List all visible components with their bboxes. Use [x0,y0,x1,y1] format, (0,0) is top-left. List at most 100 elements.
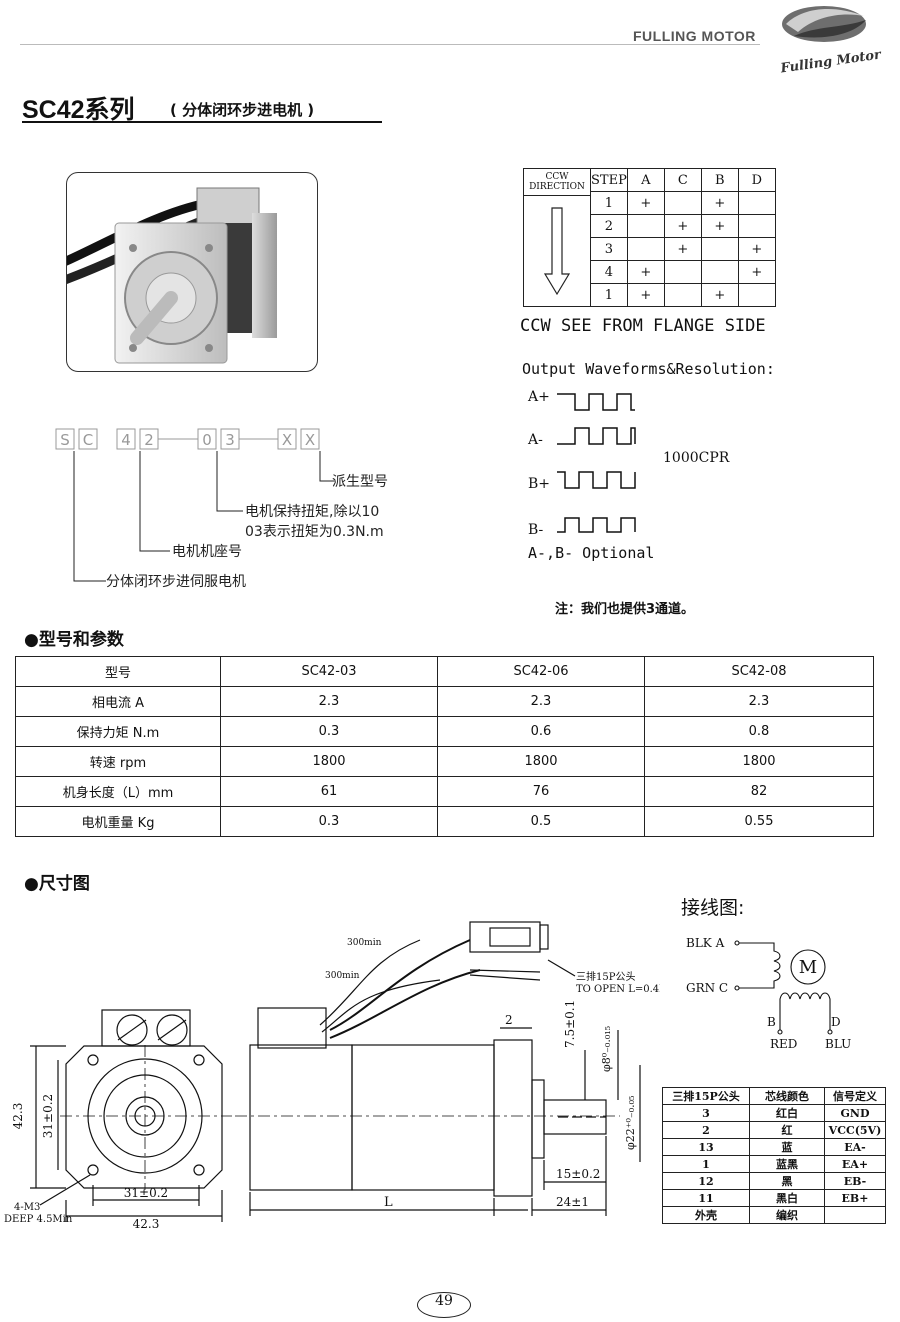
spec-cell: 0.3 [220,716,438,747]
dimensions-heading: ●尺寸图 [24,869,90,894]
step-cell: + [626,191,665,215]
dim-lead2: 300min [325,971,360,981]
waveform-b-minus [557,517,636,533]
step-cell: + [737,237,776,261]
dim-key: 7.5±0.1 [563,1000,577,1048]
signal-label: A- [527,432,543,448]
sig-cell: 编织 [749,1206,825,1224]
table-row: 电机重量 Kg 0.3 0.5 0.55 [15,806,874,837]
step-col-header: STEP [590,168,628,192]
channel-note: 注：我们也提供3通道。 [555,602,695,617]
legend-type: 分体闭环步进伺服电机 [106,574,246,590]
dim-shaft-dia: φ8⁰₋₀.₀₁₅ [600,1026,613,1072]
wire-label: BLU [825,1037,851,1051]
signal-table-wrap: 三排15P公头 芯线颜色 信号定义 3 红白 GND 2 红 VCC(5V) 1… [662,1087,886,1224]
spec-cell: 0.6 [437,716,645,747]
step-cell: + [700,191,739,215]
down-arrow-icon [543,207,571,296]
spec-cell: 机身长度（L）mm [15,776,221,807]
wire-label: B [767,1015,776,1029]
wiring-title: 接线图: [681,897,745,919]
table-row: 外壳 编织 [662,1206,886,1224]
spec-cell: 2.3 [644,686,874,717]
sig-header: 芯线颜色 [749,1087,825,1105]
sig-header: 信号定义 [824,1087,886,1105]
legend-frame: 电机机座号 [172,544,242,560]
step-table-wrap: CCW DIRECTION STEP A C B D 1 + + 2 + + [523,168,776,307]
table-row: 3 + + [524,237,776,261]
sig-cell: 3 [662,1104,750,1122]
model-code-box: C [83,431,93,449]
table-row: 2 + + [524,214,776,238]
logo-script: Fulling Motor [779,47,883,74]
signal-label: A+ [527,389,550,405]
table-row: 11 黑白 EB+ [662,1189,886,1207]
step-cell: 1 [590,283,628,307]
model-code-box: 2 [144,431,154,449]
resolution-label: 1000CPR [663,450,730,466]
spec-header: SC42-03 [220,656,438,687]
step-col-header: A [626,168,665,192]
step-cell: 2 [590,214,628,238]
sig-cell: EB+ [824,1189,886,1207]
legend-torque-example: 03表示扭矩为0.3N.m [245,524,384,540]
sig-cell: EA+ [824,1155,886,1173]
dim-body-len: L [384,1195,393,1210]
dim-front-hole-h: 31±0.2 [124,1186,168,1200]
bullet-icon: ● [24,874,39,894]
brand-name: FULLING MOTOR [633,28,756,44]
step-cell: 4 [590,260,628,284]
table-row: 12 黑 EB- [662,1172,886,1190]
sig-cell: 红 [749,1121,825,1139]
spec-cell: 转速 rpm [15,746,221,777]
table-row: 13 蓝 EA- [662,1138,886,1156]
sig-cell: EB- [824,1172,886,1190]
dim-front-width: 42.3 [133,1217,160,1230]
sig-cell: 蓝黑 [749,1155,825,1173]
table-row: 转速 rpm 1800 1800 1800 [15,746,874,777]
spec-cell: 2.3 [220,686,438,717]
spec-header: 型号 [15,656,221,687]
sig-cell: 12 [662,1172,750,1190]
model-code-box: 4 [121,431,131,449]
spec-cell: 保持力矩 N.m [15,716,221,747]
step-cell: 3 [590,237,628,261]
wire-label: RED [770,1037,797,1051]
step-cell: + [700,283,739,307]
signal-label: B- [528,522,544,538]
table-row: 3 红白 GND [662,1104,886,1122]
spec-cell: 0.5 [437,806,645,837]
model-code-diagram: S C 4 2 0 3 X X 派生型号 电机保持扭矩,除以10 03表示扭矩为… [40,420,480,600]
step-cell: + [700,214,739,238]
step-cell [663,191,702,215]
model-code-box: 3 [225,431,235,449]
table-header-row: 型号 SC42-03 SC42-06 SC42-08 [15,656,874,687]
spec-cell: 82 [644,776,874,807]
dim-pilot-dia: φ22⁺⁰₋₀.₀₅ [624,1096,637,1150]
specs-table: 型号 SC42-03 SC42-06 SC42-08 相电流 A 2.3 2.3… [15,656,874,837]
motor-photo [66,172,318,372]
direction-label: DIRECTION [524,182,590,196]
step-cell: + [626,260,665,284]
step-cell [737,214,776,238]
specs-heading: ●型号和参数 [24,625,124,650]
step-cell [626,237,665,261]
step-cell [737,283,776,307]
model-code-box: X [282,431,292,449]
dimension-drawing: 42.3 31±0.2 31±0.2 42.3 4-M3 DEEP 4.5Min… [0,900,669,1231]
sig-header: 三排15P公头 [662,1087,750,1105]
spec-header: SC42-06 [437,656,645,687]
model-code-box: S [60,431,70,449]
step-col-header: B [700,168,739,192]
table-row: 1 + + [524,191,776,215]
table-row: 4 + + [524,260,776,284]
spec-cell: 1800 [220,746,438,777]
sig-cell: VCC(5V) [824,1121,886,1139]
model-code-box: 0 [202,431,212,449]
dim-flange: 2 [505,1013,513,1027]
sig-cell: GND [824,1104,886,1122]
step-col-header: C [663,168,702,192]
optional-label: A-,B- Optional [528,544,654,562]
model-code-box: X [305,431,315,449]
table-row: 保持力矩 N.m 0.3 0.6 0.8 [15,716,874,747]
